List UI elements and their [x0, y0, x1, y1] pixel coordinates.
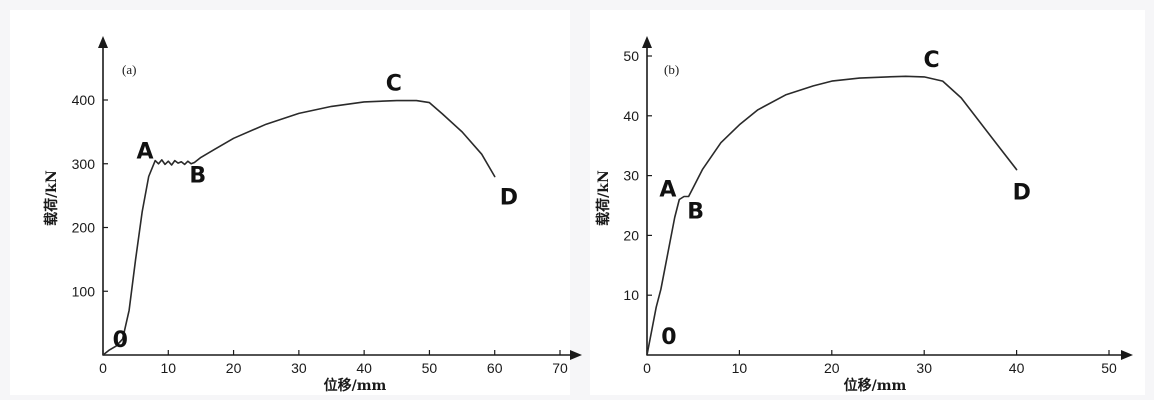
panel-a-x-tick-label: 0 — [99, 360, 107, 376]
panel-b-x-axis-label: 位移/mm — [844, 377, 907, 394]
panel-b-x-tick-label: 10 — [732, 360, 748, 376]
panel-b-x-tick-label: 0 — [643, 360, 651, 376]
panel-a-y-arrow-icon — [98, 36, 108, 48]
panel-a-y-tick-label: 400 — [72, 92, 96, 108]
panel-a-x-axis-label: 位移/mm — [324, 377, 387, 394]
panel-b-point-label-d: D — [1013, 181, 1031, 206]
panel-b-tag: (b) — [664, 62, 679, 77]
panel-b-x-tick-label: 30 — [916, 360, 932, 376]
panel-a-tag: (a) — [122, 62, 136, 77]
panel-b-y-tick-label: 10 — [623, 287, 639, 303]
panel-b-y-axis-label: 载荷/kN — [595, 170, 612, 226]
panel-b-y-tick-label: 50 — [623, 48, 639, 64]
panel-a-x-tick-label: 50 — [422, 360, 438, 376]
panel-b-x-tick-label: 20 — [824, 360, 840, 376]
panel-a-y-axis-label: 载荷/kN — [43, 170, 60, 226]
panel-a-x-tick-label: 60 — [487, 360, 503, 376]
panel-b-x-arrow-icon — [1121, 350, 1133, 360]
panel-b-background — [590, 10, 1145, 395]
panel-b-x-tick-label: 50 — [1101, 360, 1117, 376]
panel-a-x-tick-label: 10 — [160, 360, 176, 376]
panel-a-series-line — [102, 99, 496, 356]
panel-b-y-tick-label: 20 — [623, 227, 639, 243]
panel-a-point-label-a: A — [136, 140, 153, 165]
panel-a-y-tick-label: 200 — [72, 220, 96, 236]
panel-b-y-tick-label: 40 — [623, 108, 639, 124]
panel-a-x-tick-label: 70 — [552, 360, 568, 376]
panel-b-point-label-a: A — [659, 178, 676, 203]
panel-a-point-label-c: C — [386, 72, 402, 97]
panel-a-x-tick-label: 30 — [291, 360, 307, 376]
panel-b-x-tick-label: 40 — [1009, 360, 1025, 376]
chart-panel-b: 0 10 20 30 40 50 10 20 30 40 50 (b) 位移/mm 载荷/kN 0 AB C D — [595, 36, 1133, 394]
panel-a-x-arrow-icon — [570, 350, 582, 360]
panel-b-point-label-b: B — [687, 200, 704, 225]
panel-b-series-line — [646, 75, 1018, 356]
panel-b-point-label-0: 0 — [661, 325, 676, 350]
panel-a-y-tick-label: 300 — [72, 156, 96, 172]
panel-b-y-arrow-icon — [642, 36, 652, 48]
panel-b-y-tick-label: 30 — [623, 168, 639, 184]
panel-a-point-label-0: 0 — [113, 328, 128, 353]
panel-a-x-tick-label: 40 — [356, 360, 372, 376]
panel-a-point-label-b: B — [189, 163, 206, 188]
panel-b-point-label-c: C — [923, 48, 939, 73]
panel-a-y-tick-label: 100 — [72, 283, 96, 299]
chart-panel-a: 0 10 20 30 40 50 60 70 100 200 300 400 (a) 位移/mm 载荷/kN… — [43, 36, 582, 394]
panel-a-background — [10, 10, 570, 395]
panel-a-point-label-d: D — [500, 186, 518, 211]
panel-a-x-tick-label: 20 — [226, 360, 242, 376]
